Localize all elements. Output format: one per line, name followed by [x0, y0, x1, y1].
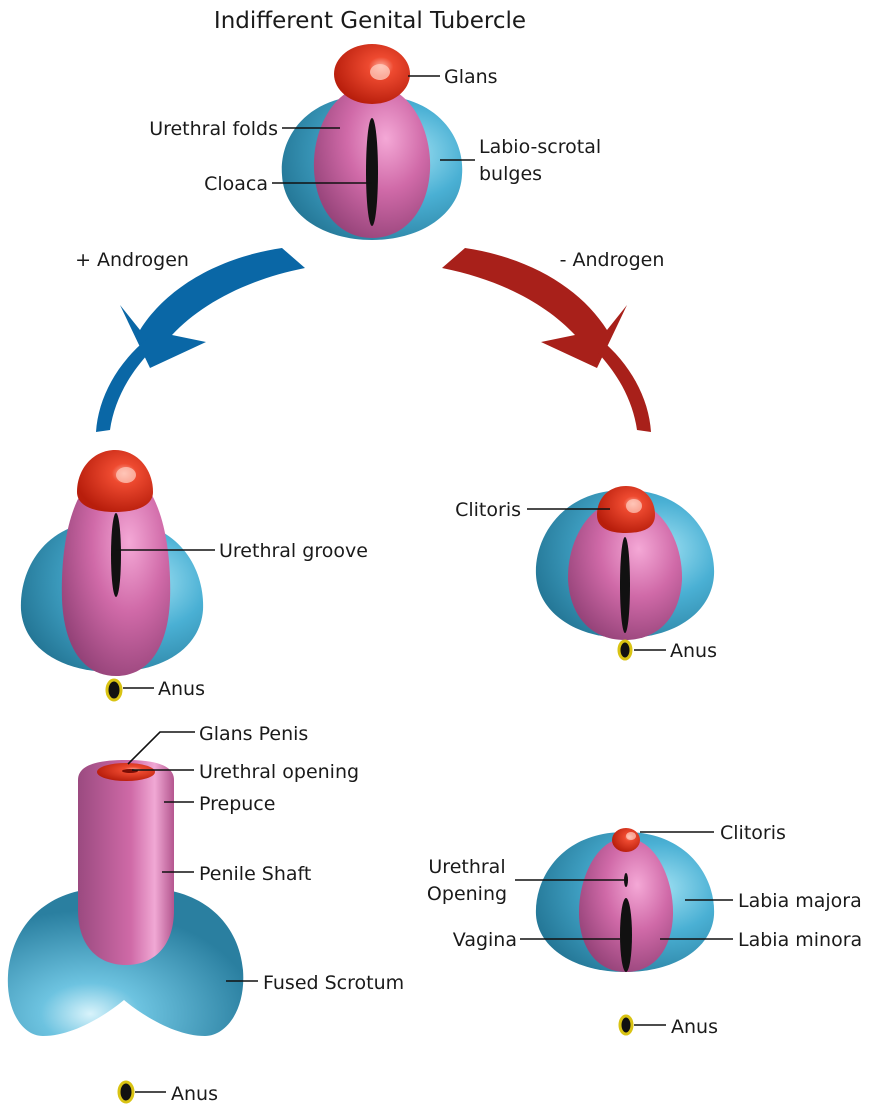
label-labia-majora: Labia majora — [738, 890, 862, 912]
male-final-anus — [119, 1082, 133, 1102]
cloaca-slit — [366, 118, 378, 226]
label-urethral-opening-1: Urethral — [428, 856, 505, 878]
label-cloaca: Cloaca — [204, 173, 268, 195]
female-early-stage — [536, 486, 714, 659]
diagram-title: Indifferent Genital Tubercle — [214, 8, 526, 34]
label-penile-shaft: Penile Shaft — [199, 863, 311, 885]
label-fused-scrotum: Fused Scrotum — [263, 972, 404, 994]
label-female-final-clitoris: Clitoris — [720, 822, 786, 844]
female-final-clitoris-highlight — [626, 832, 636, 840]
label-urethral-opening: Urethral opening — [199, 761, 359, 783]
label-male-early-anus: Anus — [158, 678, 205, 700]
label-minus-androgen: - Androgen — [560, 249, 665, 271]
label-female-early-clitoris: Clitoris — [455, 499, 521, 521]
male-early-glans — [77, 450, 153, 512]
male-early-anus — [107, 680, 121, 700]
female-final-clitoris — [612, 828, 640, 852]
female-early-anus — [619, 641, 631, 659]
label-vagina: Vagina — [453, 929, 517, 951]
label-urethral-opening-2: Opening — [427, 883, 507, 905]
minus-androgen-arrow — [442, 248, 651, 432]
male-early-glans-highlight — [116, 467, 136, 483]
female-early-clitoris-highlight — [626, 499, 642, 513]
indifferent-tubercle — [282, 44, 462, 240]
label-glans-penis: Glans Penis — [199, 723, 308, 745]
label-plus-androgen: + Androgen — [75, 249, 189, 271]
male-early-stage — [21, 450, 203, 700]
label-male-final-anus: Anus — [171, 1083, 218, 1105]
label-labio-scrotal-1: Labio-scrotal — [479, 136, 601, 158]
label-urethral-groove: Urethral groove — [219, 540, 368, 562]
label-female-final-anus: Anus — [671, 1016, 718, 1038]
label-prepuce: Prepuce — [199, 793, 275, 815]
vagina — [620, 898, 632, 972]
label-labio-scrotal-2: bulges — [479, 163, 542, 185]
female-early-slit — [620, 537, 630, 633]
label-labia-minora: Labia minora — [738, 929, 862, 951]
urethral-opening-female — [624, 873, 628, 887]
penile-shaft — [78, 760, 174, 965]
glans-highlight — [370, 64, 390, 80]
plus-androgen-arrow — [96, 248, 305, 432]
label-glans: Glans — [444, 66, 498, 88]
urethral-groove-slit — [111, 513, 121, 597]
glans-penis-leader — [128, 732, 195, 764]
female-final-anus — [620, 1016, 632, 1034]
female-final-stage — [536, 828, 714, 1034]
label-female-early-anus: Anus — [670, 640, 717, 662]
label-urethral-folds: Urethral folds — [149, 118, 278, 140]
